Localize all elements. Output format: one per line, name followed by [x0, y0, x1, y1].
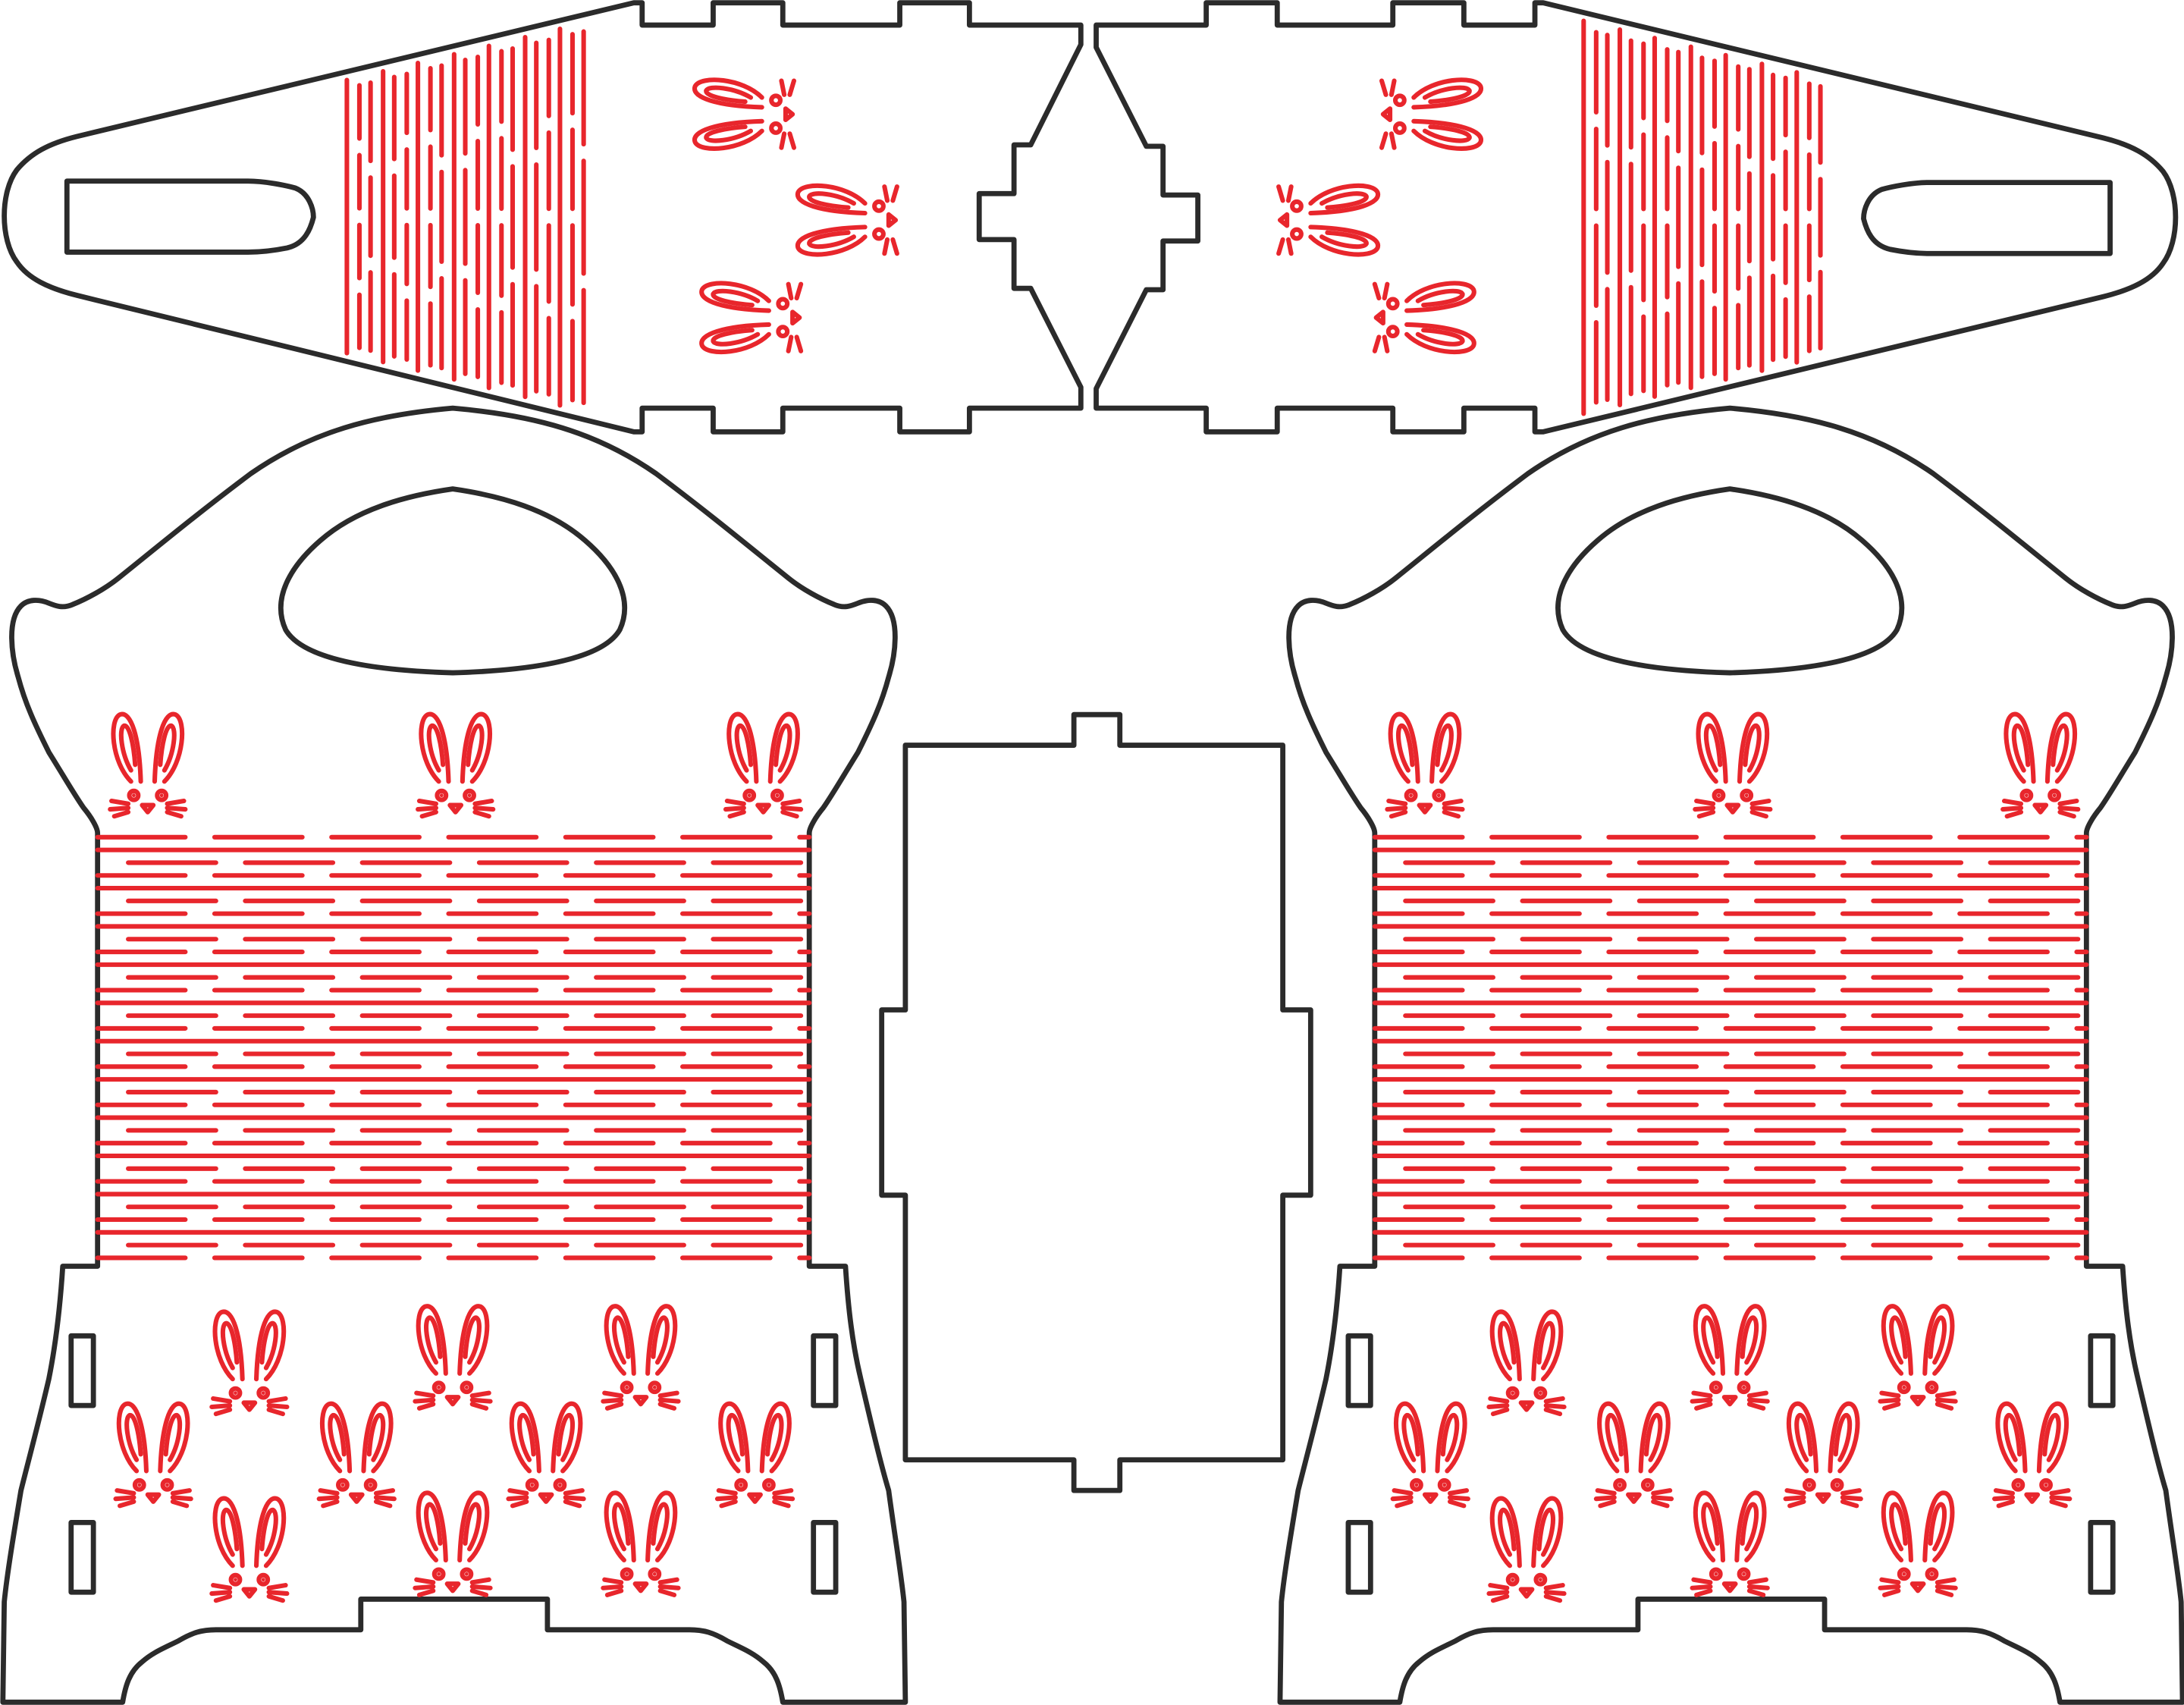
bunny-face-icon [1486, 1309, 1567, 1417]
bunny-face-icon [601, 1490, 681, 1597]
bunny-face-icon [1379, 77, 1483, 151]
bunny-face-icon [1276, 183, 1381, 257]
basket-side-panel-left [0, 405, 908, 1705]
side-panel-slot-upper-left [1345, 1333, 1373, 1408]
weave-texture-panel-right [1372, 834, 2089, 1261]
bunny-face-icon [108, 711, 188, 819]
handle-strap-right-outline [1094, 0, 2179, 435]
weave-texture-strap-right [1581, 18, 1823, 416]
weave-texture-panel-left [95, 834, 812, 1261]
bunny-face-icon [1878, 1490, 1958, 1597]
handle-strap-left-outline [2, 0, 1084, 435]
bunny-face-icon [413, 1490, 493, 1597]
side-panel-slot-upper-right [811, 1333, 839, 1408]
bunny-heads-strap-left [692, 77, 899, 355]
bunny-face-icon [795, 183, 899, 257]
bunny-face-icon [1385, 711, 1465, 819]
handle-strap-left [2, 0, 1084, 435]
side-panel-outline [1277, 405, 2184, 1705]
bunny-face-icon [1783, 1401, 1863, 1509]
basket-side-panel-right [1277, 405, 2184, 1705]
side-panel-slot-lower-right [2088, 1520, 2116, 1595]
bunny-faces-panel-right [1385, 711, 2081, 1603]
bunny-heads-strap-right [1276, 77, 1483, 355]
side-panel-handle-hole [1555, 486, 1905, 676]
bunny-face-icon [506, 1401, 586, 1509]
bunny-face-icon [723, 711, 804, 819]
bunny-face-icon [1992, 1401, 2073, 1509]
side-panel-slot-lower-left [68, 1520, 96, 1595]
handle-strap-right [1094, 0, 2179, 435]
bunny-face-icon [1486, 1496, 1567, 1603]
bunny-face-icon [1593, 1401, 1674, 1509]
basket-base-plate [879, 711, 1313, 1493]
bunny-face-icon [714, 1401, 795, 1509]
side-panel-handle-hole [278, 486, 628, 676]
bunny-face-icon [1878, 1304, 1958, 1411]
side-panel-slot-upper-left [68, 1333, 96, 1408]
side-panel-slot-lower-left [1345, 1520, 1373, 1595]
bunny-face-icon [1693, 711, 1773, 819]
weave-texture-strap-left [344, 27, 586, 408]
bunny-face-icon [2000, 711, 2081, 819]
bunny-faces-panel-left [108, 711, 804, 1603]
bunny-face-icon [1372, 281, 1476, 355]
bunny-face-icon [692, 77, 796, 151]
handle-strap-left-slot [64, 178, 316, 255]
bunny-face-icon [1390, 1401, 1470, 1509]
side-panel-outline [0, 405, 908, 1705]
bunny-face-icon [1690, 1304, 1770, 1411]
bunny-face-icon [416, 711, 496, 819]
bunny-face-icon [209, 1496, 290, 1603]
bunny-face-icon [209, 1309, 290, 1417]
bunny-face-icon [113, 1401, 193, 1509]
bunny-face-icon [413, 1304, 493, 1411]
side-panel-slot-lower-right [811, 1520, 839, 1595]
bunny-face-icon [1690, 1490, 1770, 1597]
bunny-face-icon [601, 1304, 681, 1411]
side-panel-slot-upper-right [2088, 1333, 2116, 1408]
handle-strap-right-slot [1861, 180, 2113, 256]
bunny-face-icon [316, 1401, 397, 1509]
bunny-face-icon [699, 281, 804, 355]
